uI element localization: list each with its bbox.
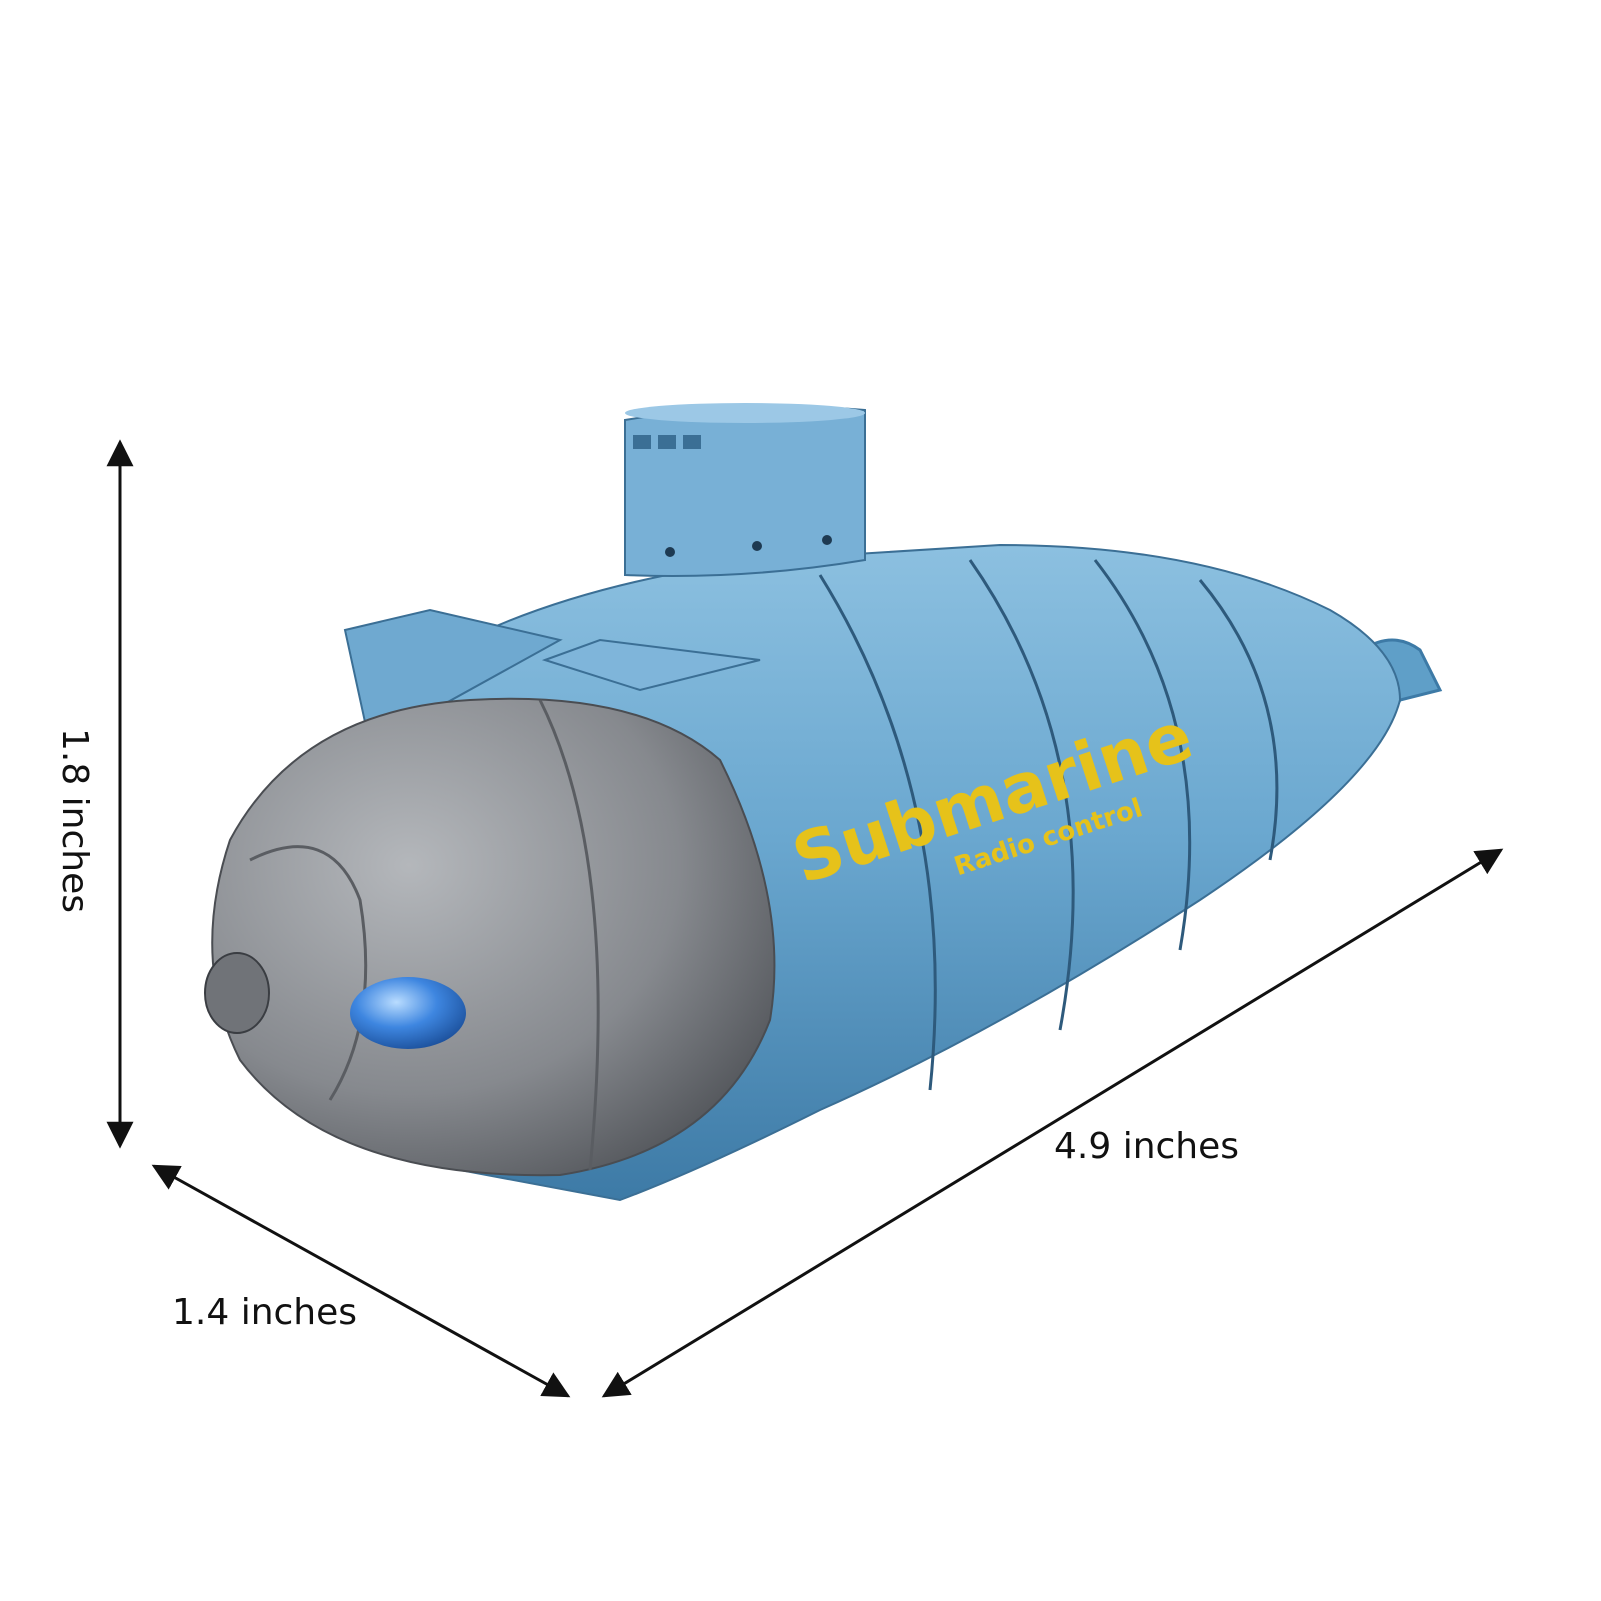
headlight <box>350 977 466 1049</box>
length-label: 4.9 inches <box>1054 1126 1240 1167</box>
length-arrow <box>601 848 1504 1398</box>
dive-plane <box>541 638 761 692</box>
width-arrow <box>151 1164 571 1398</box>
height-label: 1.8 inches <box>54 727 96 914</box>
nose-cone <box>204 697 776 1177</box>
width-label: 1.4 inches <box>172 1292 358 1333</box>
conning-tower <box>624 403 866 577</box>
